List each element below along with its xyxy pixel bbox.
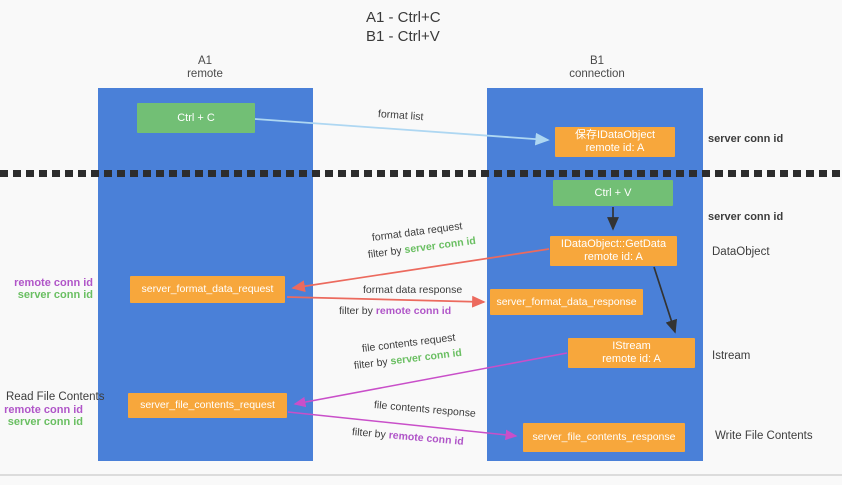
remote-conn-id-label: remote conn id <box>14 277 93 289</box>
format-data-response-label: format data response <box>363 284 463 296</box>
remote-conn-id-label: remote conn id <box>4 404 83 416</box>
conn-id-annotation-pair-1: remote conn id server conn id <box>14 277 93 301</box>
ctrl-c-box: Ctrl + C <box>137 103 255 133</box>
conn-id-annotation-pair-2: remote conn id server conn id <box>4 404 83 428</box>
filter-by-text: filter by <box>339 305 373 317</box>
lane-a1-id: A1 <box>197 55 213 67</box>
title-line-2: B1 - Ctrl+V <box>366 28 440 45</box>
lane-header-b1: B1 connection <box>547 55 647 81</box>
lane-b1-id: B1 <box>589 55 605 67</box>
format-list-label: format list <box>377 108 424 124</box>
server-file-contents-response-box: server_file_contents_response <box>523 423 685 452</box>
ctrl-c-label: Ctrl + C <box>177 112 215 124</box>
remote-conn-id-text: remote conn id <box>375 305 452 317</box>
format-request-to-response-arrow <box>286 295 486 308</box>
write-file-contents-annotation: Write File Contents <box>715 430 813 442</box>
server-file-contents-response-label: server_file_contents_response <box>532 431 676 443</box>
istream-annotation: Istream <box>712 350 751 362</box>
lane-a1-role: remote <box>187 68 223 80</box>
filter-by-text: filter by <box>351 426 387 441</box>
session-separator-line <box>0 170 842 177</box>
dataobject-annotation: DataObject <box>712 246 770 258</box>
lane-b1-role: connection <box>569 68 625 80</box>
server-format-data-response-box: server_format_data_response <box>490 289 643 315</box>
save-idataobject-remote-id: remote id: A <box>585 142 645 154</box>
title-line-1: A1 - Ctrl+C <box>366 9 441 26</box>
bottom-divider <box>0 474 842 476</box>
getdata-remote-id: remote id: A <box>584 251 643 263</box>
server-file-contents-request-label: server_file_contents_request <box>140 399 275 411</box>
istream-title: IStream <box>612 340 651 352</box>
istream-box: IStream remote id: A <box>568 338 695 368</box>
server-conn-id-annotation-mid: server conn id <box>708 211 784 223</box>
filter-by-text: filter by <box>367 244 403 261</box>
diagram-title: A1 - Ctrl+C B1 - Ctrl+V <box>366 8 441 46</box>
save-idataobject-title: 保存IDataObject <box>574 129 656 141</box>
server-format-data-request-label: server_format_data_request <box>141 283 274 295</box>
file-contents-response-label: file contents response <box>373 399 477 420</box>
filter-by-text: filter by <box>353 355 389 372</box>
server-format-data-response-label: server_format_data_response <box>496 296 637 308</box>
ctrl-v-box: Ctrl + V <box>553 180 673 206</box>
server-conn-id-annotation-top: server conn id <box>708 133 784 145</box>
remote-conn-id-text: remote conn id <box>388 429 465 448</box>
istream-remote-id: remote id: A <box>602 353 661 365</box>
read-file-contents-annotation: Read File Contents <box>6 391 105 403</box>
getdata-box: IDataObject::GetData remote id: A <box>550 236 677 266</box>
server-conn-id-label: server conn id <box>17 289 93 301</box>
save-idataobject-box: 保存IDataObject remote id: A <box>555 127 675 157</box>
lane-header-a1: A1 remote <box>155 55 255 81</box>
server-conn-id-label: server conn id <box>7 416 83 428</box>
getdata-title: IDataObject::GetData <box>560 238 667 250</box>
ctrl-v-label: Ctrl + V <box>594 187 632 199</box>
server-format-data-request-box: server_format_data_request <box>130 276 285 303</box>
server-file-contents-request-box: server_file_contents_request <box>128 393 287 418</box>
